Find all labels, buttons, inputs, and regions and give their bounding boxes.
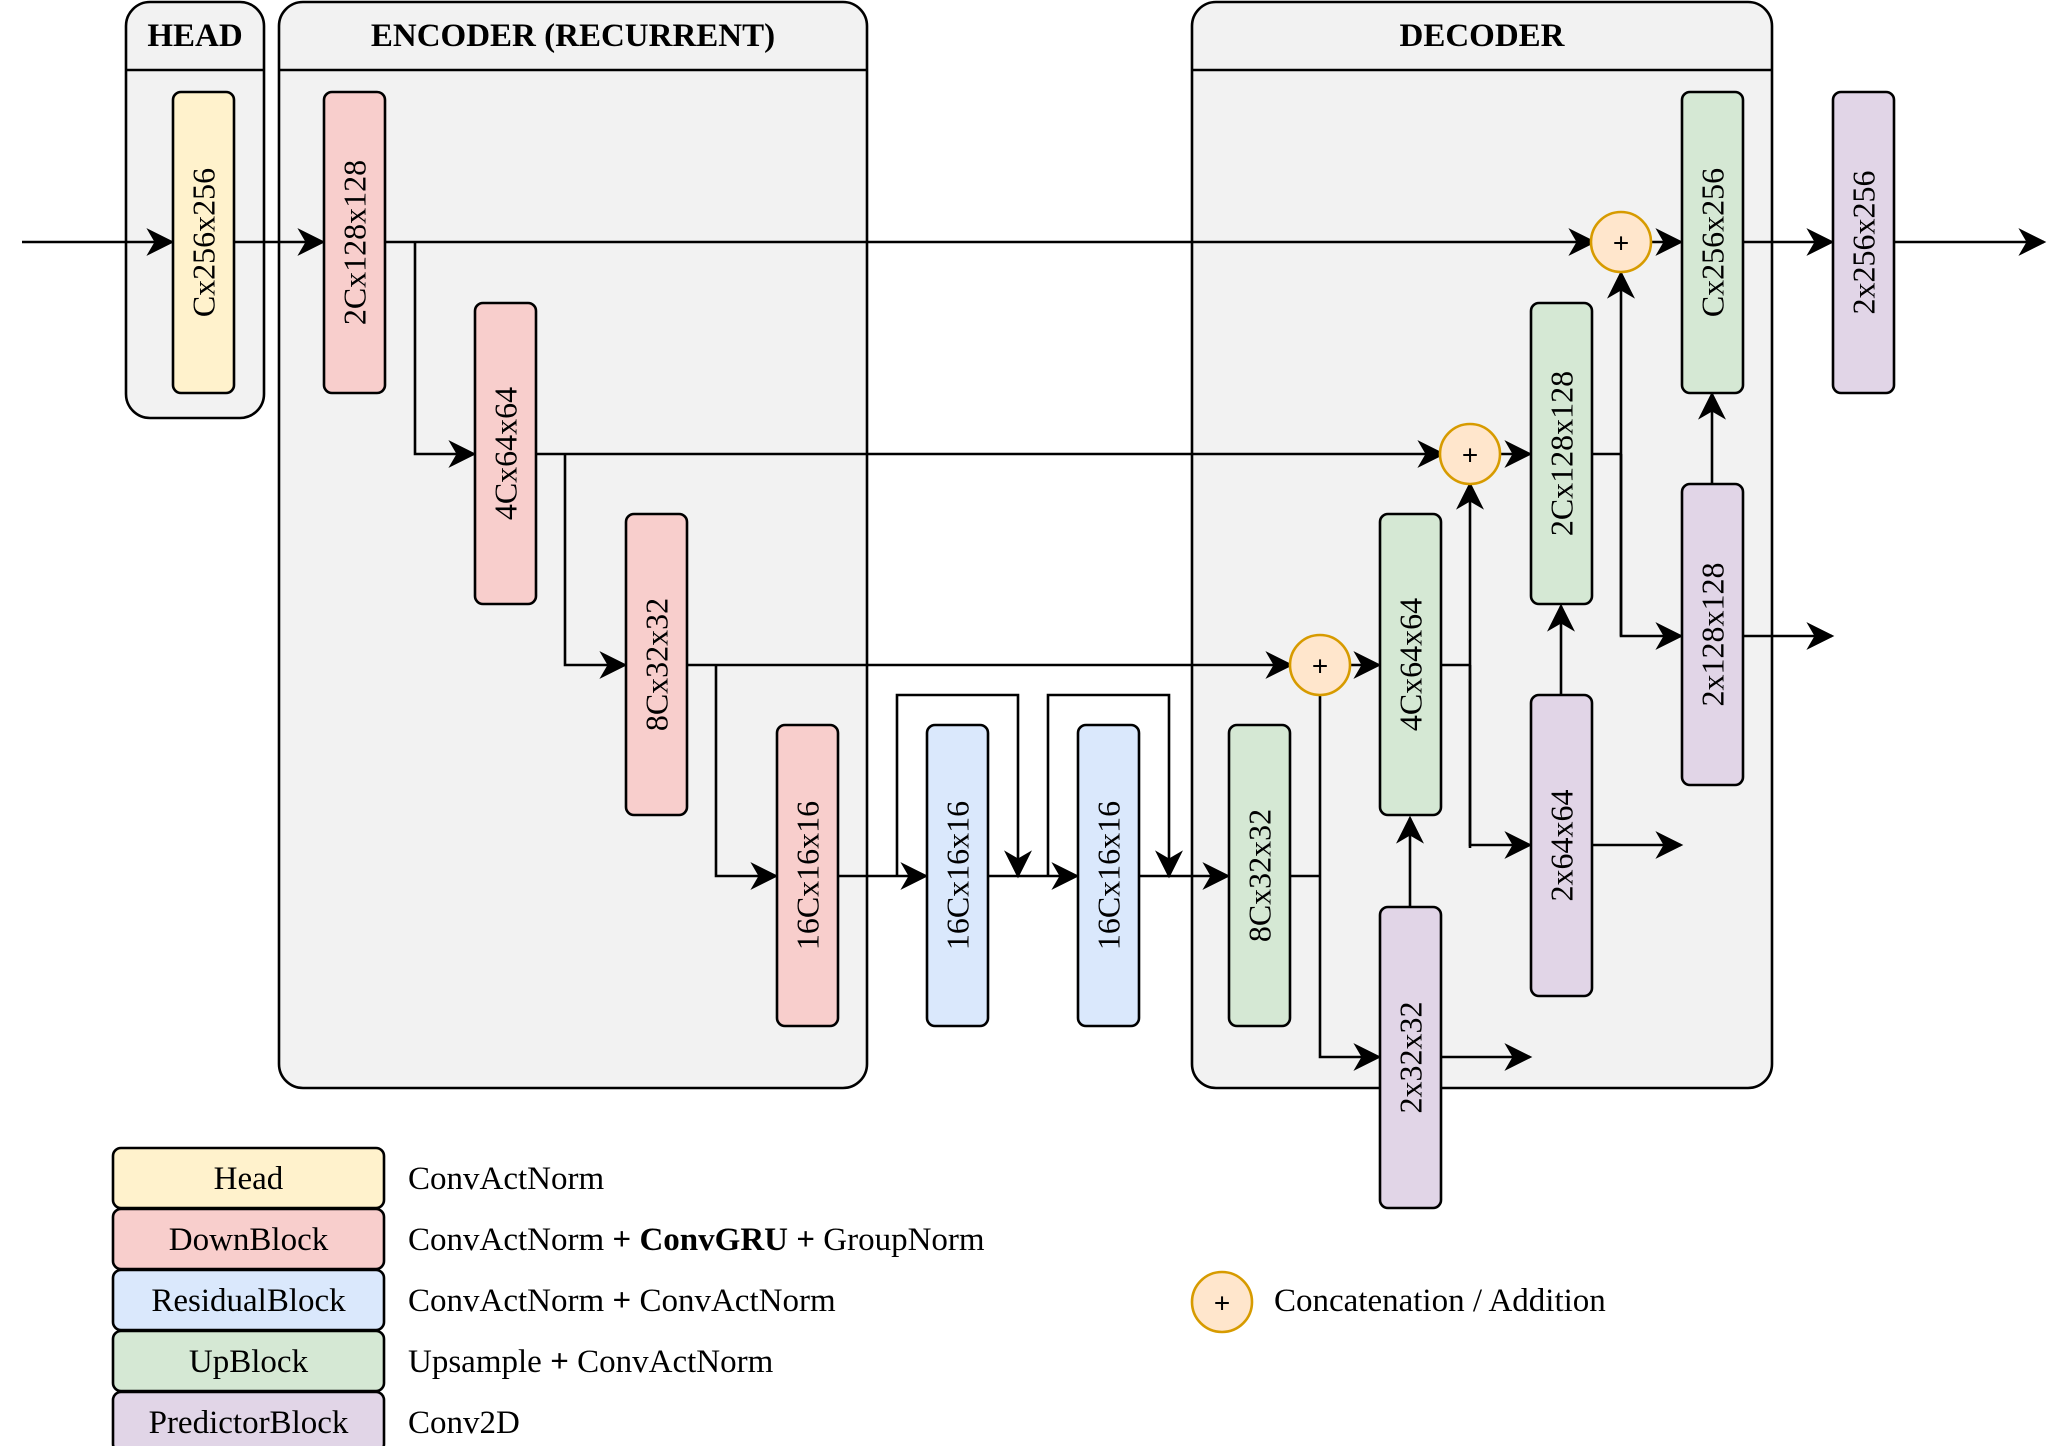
up-block-4-box (1680, 90, 1745, 395)
down-block-2: 4Cx64x64 (473, 301, 538, 606)
concat-node-3-circle (1288, 633, 1352, 697)
predictor-block-3-box (1680, 482, 1745, 787)
decoder-group-title: DECODER (1399, 18, 1565, 54)
down-block-3-label: 8Cx32x32 (639, 598, 675, 731)
up-block-2-box (1378, 512, 1443, 817)
up-block-1-box (1227, 723, 1292, 1028)
residual-block-1-label: 16Cx16x16 (940, 801, 976, 950)
residual-block-2-label: 16Cx16x16 (1091, 801, 1127, 950)
down2-to-down3-arrow (563, 454, 628, 679)
legend-label-head: Head (214, 1161, 284, 1197)
down-block-4-label: 16Cx16x16 (790, 801, 826, 950)
down-block-1: 2Cx128x128 (322, 90, 387, 395)
plus-icon: + (1613, 228, 1629, 259)
down3-to-down4-arrow (714, 665, 779, 890)
up-block-4: Cx256x256 (1680, 90, 1745, 395)
head-block-label: Cx256x256 (186, 168, 222, 317)
down-block-3-box (624, 512, 689, 817)
residual-block-2: 16Cx16x16 (1076, 723, 1141, 1028)
concat-node-3: + (1288, 633, 1352, 697)
encoder-group-box (277, 0, 869, 1090)
residual-block-1: 16Cx16x16 (925, 723, 990, 1028)
predictor-block-1-label: 2x32x32 (1393, 1002, 1429, 1114)
up-block-3-label: 2Cx128x128 (1544, 371, 1580, 536)
down-block-4-box (775, 723, 840, 1028)
legend-item-up: UpBlock Upsample + ConvActNorm (111, 1329, 774, 1393)
legend-swatch-predictor (111, 1390, 386, 1446)
blocks: Cx256x256 2Cx128x128 4Cx64x64 8Cx32x32 1… (171, 90, 1896, 1210)
predictor-block-3: 2x128x128 (1680, 482, 1745, 787)
legend-label-up: UpBlock (189, 1344, 309, 1380)
up-block-3: 2Cx128x128 (1529, 301, 1594, 606)
legend-desc-down: ConvActNorm + ConvGRU + GroupNorm (408, 1222, 985, 1258)
up-block-4-label: Cx256x256 (1695, 168, 1731, 317)
legend-label-predictor: PredictorBlock (149, 1405, 349, 1441)
down-block-1-label: 2Cx128x128 (337, 160, 373, 325)
concat-node-2-circle (1438, 422, 1502, 486)
concat-node-2: + (1438, 422, 1502, 486)
predictor-block-2: 2x64x64 (1529, 693, 1594, 998)
up-block-2-label: 4Cx64x64 (1393, 598, 1429, 731)
down-block-4: 16Cx16x16 (775, 723, 840, 1028)
head-block-box (171, 90, 236, 395)
up-block-2: 4Cx64x64 (1378, 512, 1443, 817)
predictor-block-2-label: 2x64x64 (1544, 790, 1580, 902)
predictor-block-4: 2x256x256 (1831, 90, 1896, 395)
legend-item-concat: + Concatenation / Addition (1190, 1270, 1606, 1334)
down-block-3: 8Cx32x32 (624, 512, 689, 817)
legend-label-concat: Concatenation / Addition (1274, 1283, 1606, 1319)
plus-icon: + (1462, 440, 1478, 471)
up3-to-pred3-arrow (1619, 454, 1684, 650)
legend-concat-circle (1190, 1270, 1254, 1334)
legend-label-residual: ResidualBlock (151, 1283, 346, 1319)
concat-node-1: + (1589, 210, 1653, 274)
plus-icon: + (1312, 651, 1328, 682)
down1-to-down2-arrow (413, 242, 477, 468)
head-block: Cx256x256 (171, 90, 236, 395)
concat-nodes: + + + (1288, 210, 1653, 697)
predictor-block-1-box (1378, 905, 1443, 1210)
res1-skip-arrow (895, 693, 1032, 879)
down-block-2-box (473, 301, 538, 606)
plus-icon: + (1214, 1288, 1230, 1319)
head-group-title: HEAD (147, 18, 242, 54)
predictor-block-4-label: 2x256x256 (1846, 171, 1882, 315)
up-block-1-label: 8Cx32x32 (1242, 809, 1278, 942)
legend-desc-up: Upsample + ConvActNorm (408, 1344, 774, 1380)
up2-to-pred2-arrow (1468, 665, 1533, 859)
connections (22, 228, 2047, 1071)
legend-desc-residual: ConvActNorm + ConvActNorm (408, 1283, 836, 1319)
concat-node-1-circle (1589, 210, 1653, 274)
up-block-3-box (1529, 301, 1594, 606)
up1-to-pred1-arrow (1318, 695, 1382, 1071)
down-block-2-label: 4Cx64x64 (488, 387, 524, 520)
legend: Head ConvActNorm DownBlock ConvActNorm +… (111, 1146, 1606, 1446)
res2-skip-arrow (1046, 693, 1183, 879)
up-block-1: 8Cx32x32 (1227, 723, 1292, 1028)
legend-item-predictor: PredictorBlock Conv2D (111, 1390, 520, 1446)
legend-desc-predictor: Conv2D (408, 1405, 520, 1441)
encoder-group: ENCODER (RECURRENT) (277, 0, 869, 1090)
predictor-block-2-box (1529, 693, 1594, 998)
legend-item-residual: ResidualBlock ConvActNorm + ConvActNorm (111, 1268, 836, 1332)
legend-item-down: DownBlock ConvActNorm + ConvGRU + GroupN… (111, 1207, 985, 1271)
down-block-1-box (322, 90, 387, 395)
legend-desc-head: ConvActNorm (408, 1161, 604, 1197)
encoder-group-title: ENCODER (RECURRENT) (371, 18, 775, 54)
predictor-block-4-box (1831, 90, 1896, 395)
legend-label-down: DownBlock (169, 1222, 329, 1258)
predictor-block-3-label: 2x128x128 (1695, 563, 1731, 707)
residual-block-2-box (1076, 723, 1141, 1028)
predictor-block-1: 2x32x32 (1378, 905, 1443, 1210)
legend-item-head: Head ConvActNorm (111, 1146, 604, 1210)
residual-block-1-box (925, 723, 990, 1028)
